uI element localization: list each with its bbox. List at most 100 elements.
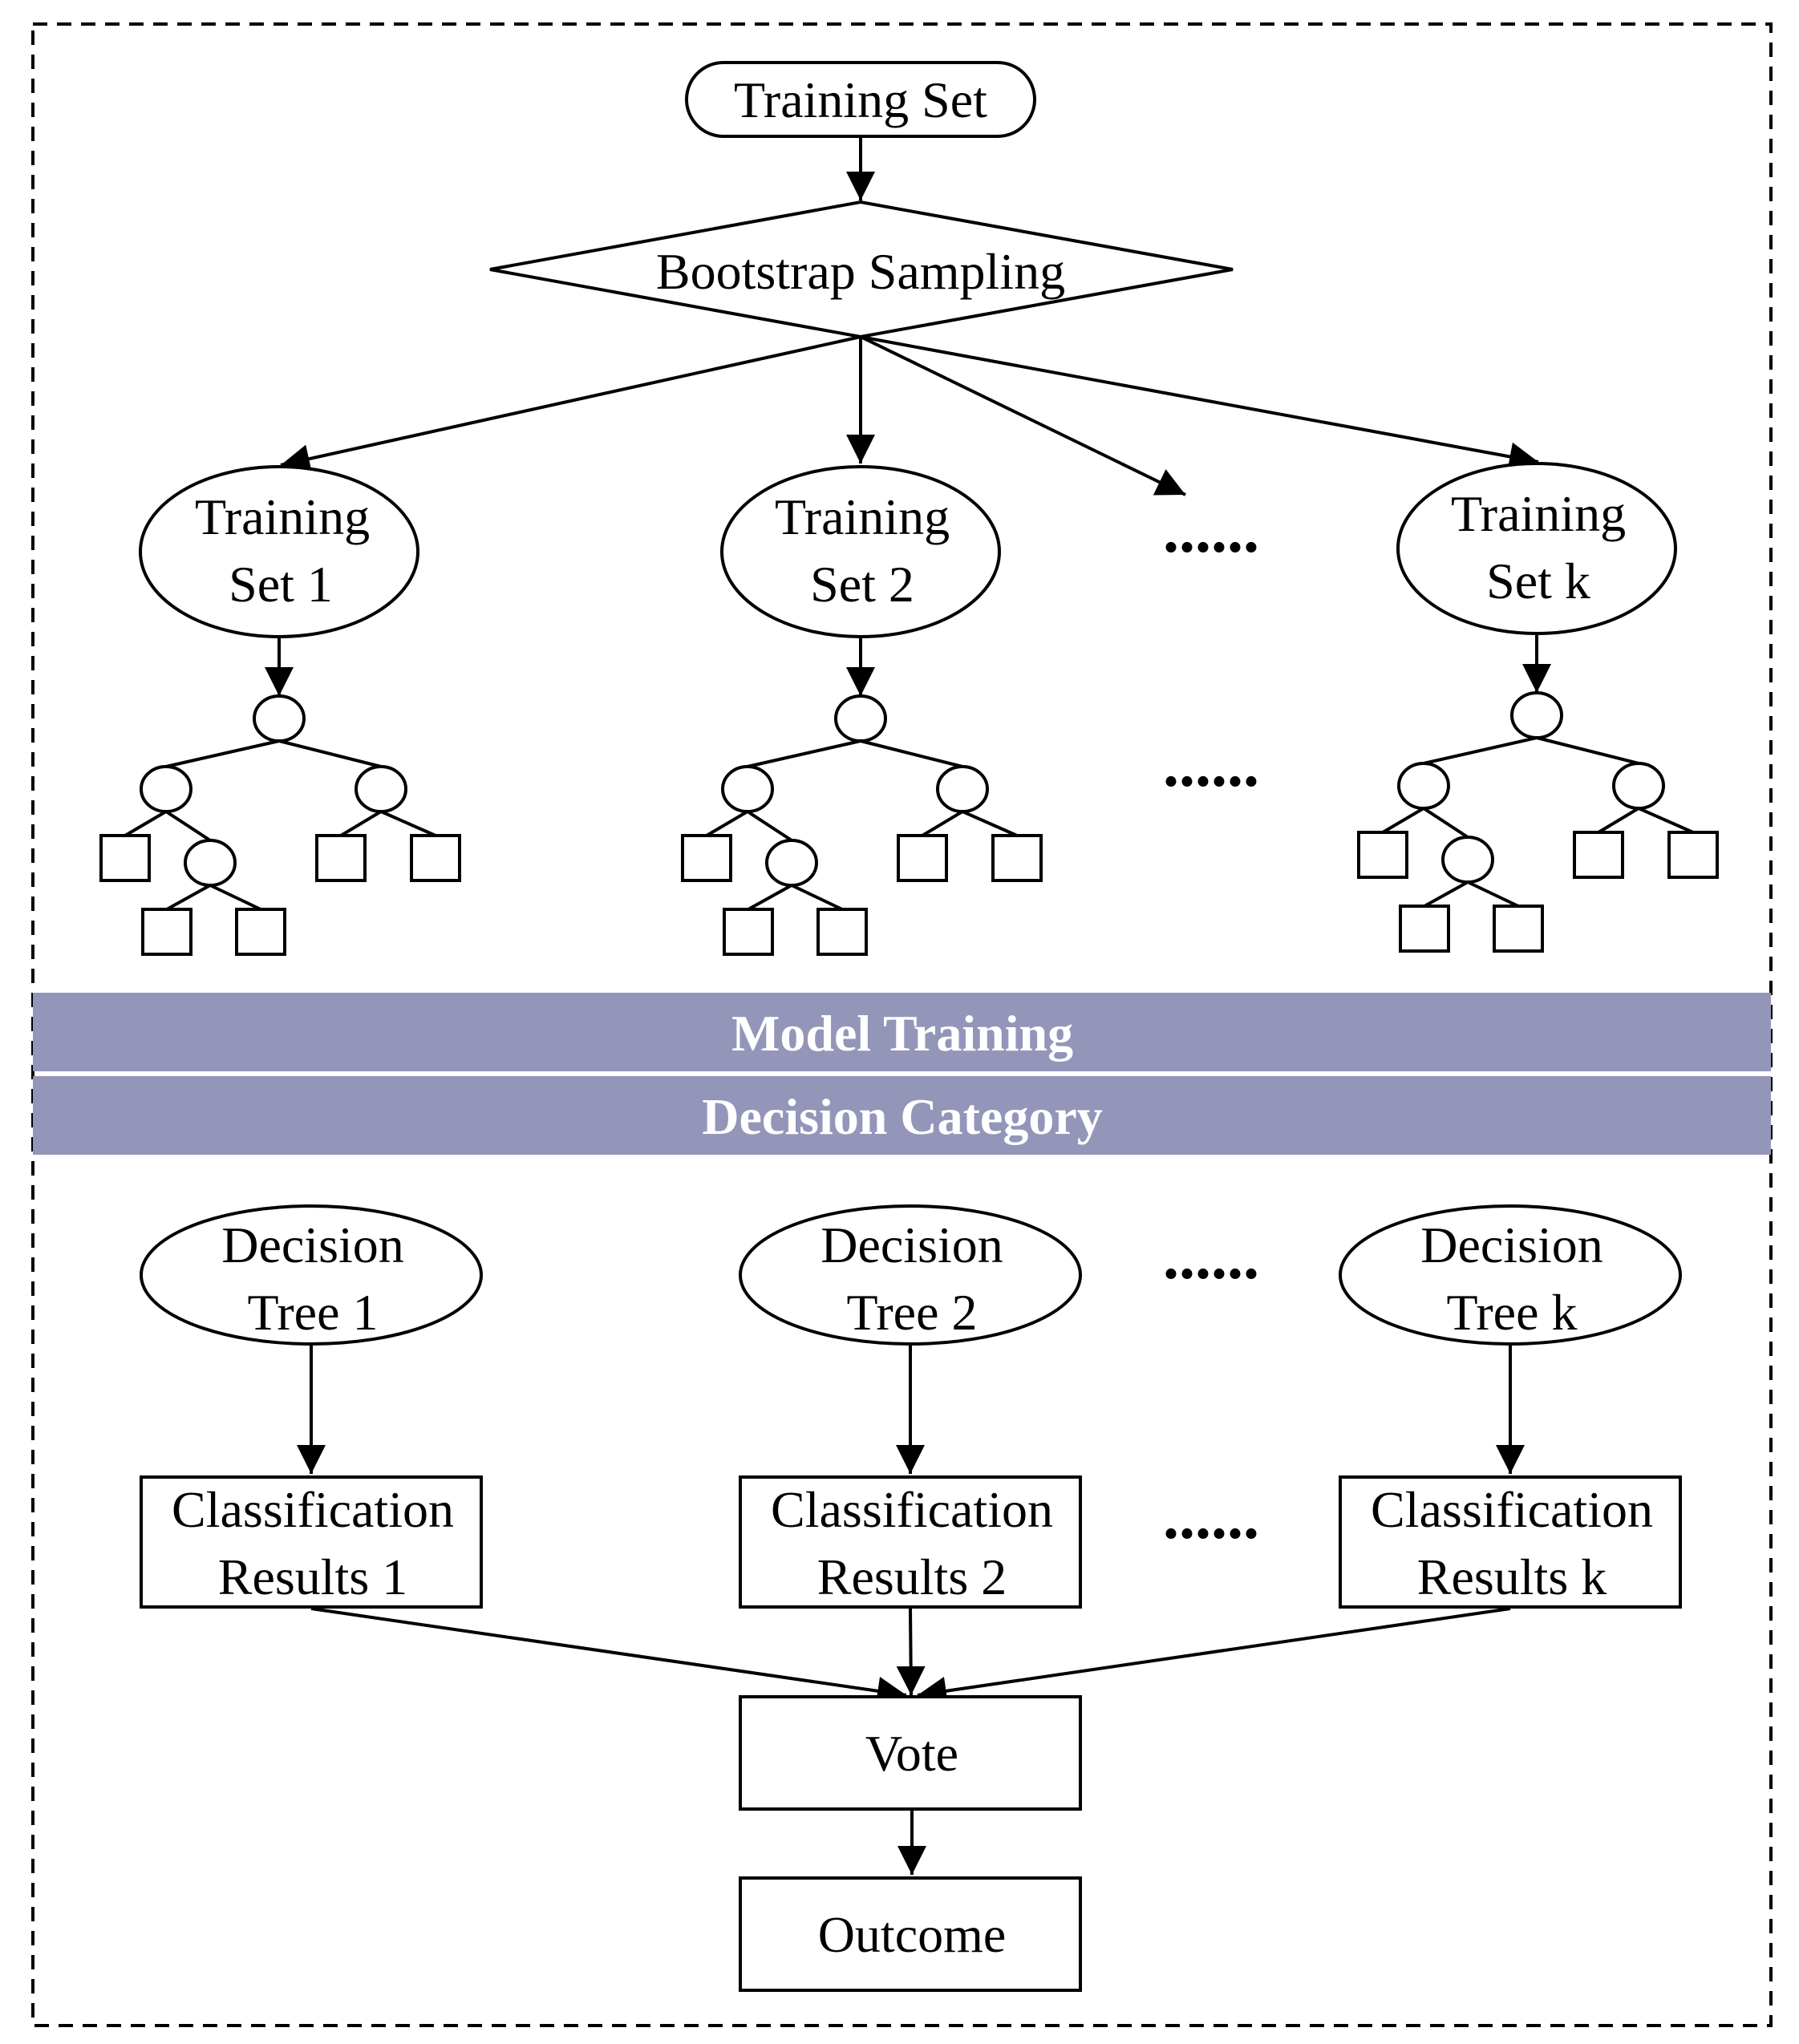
edge-bootstrap-setk (860, 335, 1539, 472)
tree-branch (164, 810, 212, 842)
tree-branch (1423, 736, 1538, 765)
tree-branch (380, 810, 436, 837)
classification-ellipsis: ...... (1163, 1482, 1259, 1552)
training-set-1-line1: Training (195, 488, 370, 545)
edge-result1-vote (310, 1607, 907, 1706)
tree-branch (791, 884, 843, 911)
classification-results-k-line2: Results k (1417, 1548, 1607, 1605)
tree-icon-1 (99, 637, 461, 956)
tree-leaf (681, 834, 732, 882)
vote-label: Vote (865, 1725, 958, 1782)
tree-ellipsis: ...... (1163, 730, 1259, 800)
decision-tree-1-line1: Decision (221, 1216, 404, 1273)
tree-branch (165, 739, 280, 768)
tree-branch (705, 810, 749, 837)
tree-icon-k (1357, 633, 1719, 953)
model-training-label: Model Training (731, 1005, 1073, 1062)
tree-leaf (1399, 905, 1450, 953)
tree-branch (124, 810, 168, 837)
training-set-k-node: Training Set k (1396, 462, 1677, 635)
tree-leaf (235, 908, 286, 956)
training-set-1-line2: Set 1 (229, 556, 333, 613)
classification-results-2-line1: Classification (771, 1481, 1053, 1538)
bootstrap-sampling-node: Bootstrap Sampling (489, 200, 1234, 339)
tree-branch (1424, 880, 1469, 908)
tree-leaf (816, 908, 868, 956)
tree-branch (1381, 807, 1425, 834)
classification-results-k-node: Classification Results k (1339, 1475, 1682, 1609)
classification-results-2-line2: Results 2 (817, 1548, 1007, 1605)
edge-resultk-vote (917, 1607, 1511, 1706)
tree-branch (962, 810, 1018, 837)
edge-bootstrap-set1 (280, 335, 861, 473)
tree-branch (166, 884, 211, 911)
decision-tree-ellipsis: ...... (1163, 1222, 1259, 1293)
training-set-ellipsis: ...... (1163, 496, 1259, 566)
tree-branch (746, 810, 793, 842)
outcome-label: Outcome (818, 1906, 1007, 1963)
tree-leaf (1573, 831, 1624, 879)
tree-branch (860, 739, 963, 768)
tree-node (834, 694, 887, 743)
model-training-band: Model Training (33, 993, 1771, 1071)
tree-node (184, 839, 237, 887)
tree-leaf (141, 908, 192, 956)
training-set-1-node: Training Set 1 (139, 465, 419, 638)
tree-node (1510, 691, 1563, 739)
training-set-k-line2: Set k (1486, 552, 1590, 609)
tree-leaf (897, 834, 948, 882)
tree-branch (278, 739, 382, 768)
vote-node: Vote (739, 1695, 1082, 1811)
decision-tree-2-line2: Tree 2 (847, 1284, 978, 1341)
tree-node (253, 694, 306, 743)
tree-branch (1638, 807, 1694, 834)
tree-node (936, 765, 989, 813)
tree-icon-2 (681, 637, 1043, 956)
decision-category-band: Decision Category (33, 1076, 1771, 1155)
tree-node (721, 765, 774, 813)
tree-node (140, 765, 192, 813)
decision-tree-2-line1: Decision (820, 1216, 1003, 1273)
tree-node (1397, 762, 1450, 810)
training-set-k-line1: Training (1451, 485, 1626, 542)
training-set-label: Training Set (734, 71, 987, 128)
decision-category-label: Decision Category (702, 1088, 1102, 1145)
decision-tree-2-node: Decision Tree 2 (739, 1204, 1082, 1346)
training-set-2-line1: Training (775, 488, 950, 545)
tree-branch (921, 810, 964, 837)
classification-results-1-node: Classification Results 1 (140, 1475, 483, 1609)
tree-leaf (410, 834, 461, 882)
tree-branch (748, 884, 792, 911)
edge-bootstrap-ellipsis (860, 335, 1186, 496)
tree-branch (1597, 807, 1640, 834)
tree-branch (1536, 736, 1639, 765)
tree-leaf (1493, 905, 1544, 953)
classification-results-k-line1: Classification (1371, 1481, 1653, 1538)
classification-results-2-node: Classification Results 2 (739, 1475, 1082, 1609)
tree-node (765, 839, 818, 887)
decision-tree-k-line1: Decision (1420, 1216, 1603, 1273)
tree-node (1441, 836, 1494, 884)
tree-leaf (315, 834, 367, 882)
tree-leaf (1667, 831, 1719, 879)
classification-results-1-line1: Classification (172, 1481, 454, 1538)
training-set-2-line2: Set 2 (810, 556, 914, 613)
decision-tree-k-line2: Tree k (1447, 1284, 1578, 1341)
tree-node (355, 765, 407, 813)
tree-branch (209, 884, 261, 911)
tree-branch (1467, 880, 1519, 908)
decision-tree-1-line2: Tree 1 (248, 1284, 379, 1341)
tree-branch (339, 810, 383, 837)
tree-leaf (1357, 831, 1408, 879)
tree-node (1612, 762, 1665, 810)
decision-tree-1-node: Decision Tree 1 (140, 1204, 483, 1346)
bootstrap-sampling-label: Bootstrap Sampling (656, 243, 1065, 300)
tree-leaf (99, 834, 151, 882)
outcome-node: Outcome (739, 1876, 1082, 1992)
tree-leaf (723, 908, 774, 956)
classification-results-1-line2: Results 1 (218, 1548, 407, 1605)
tree-branch (747, 739, 861, 768)
tree-branch (1422, 807, 1469, 839)
tree-leaf (991, 834, 1043, 882)
